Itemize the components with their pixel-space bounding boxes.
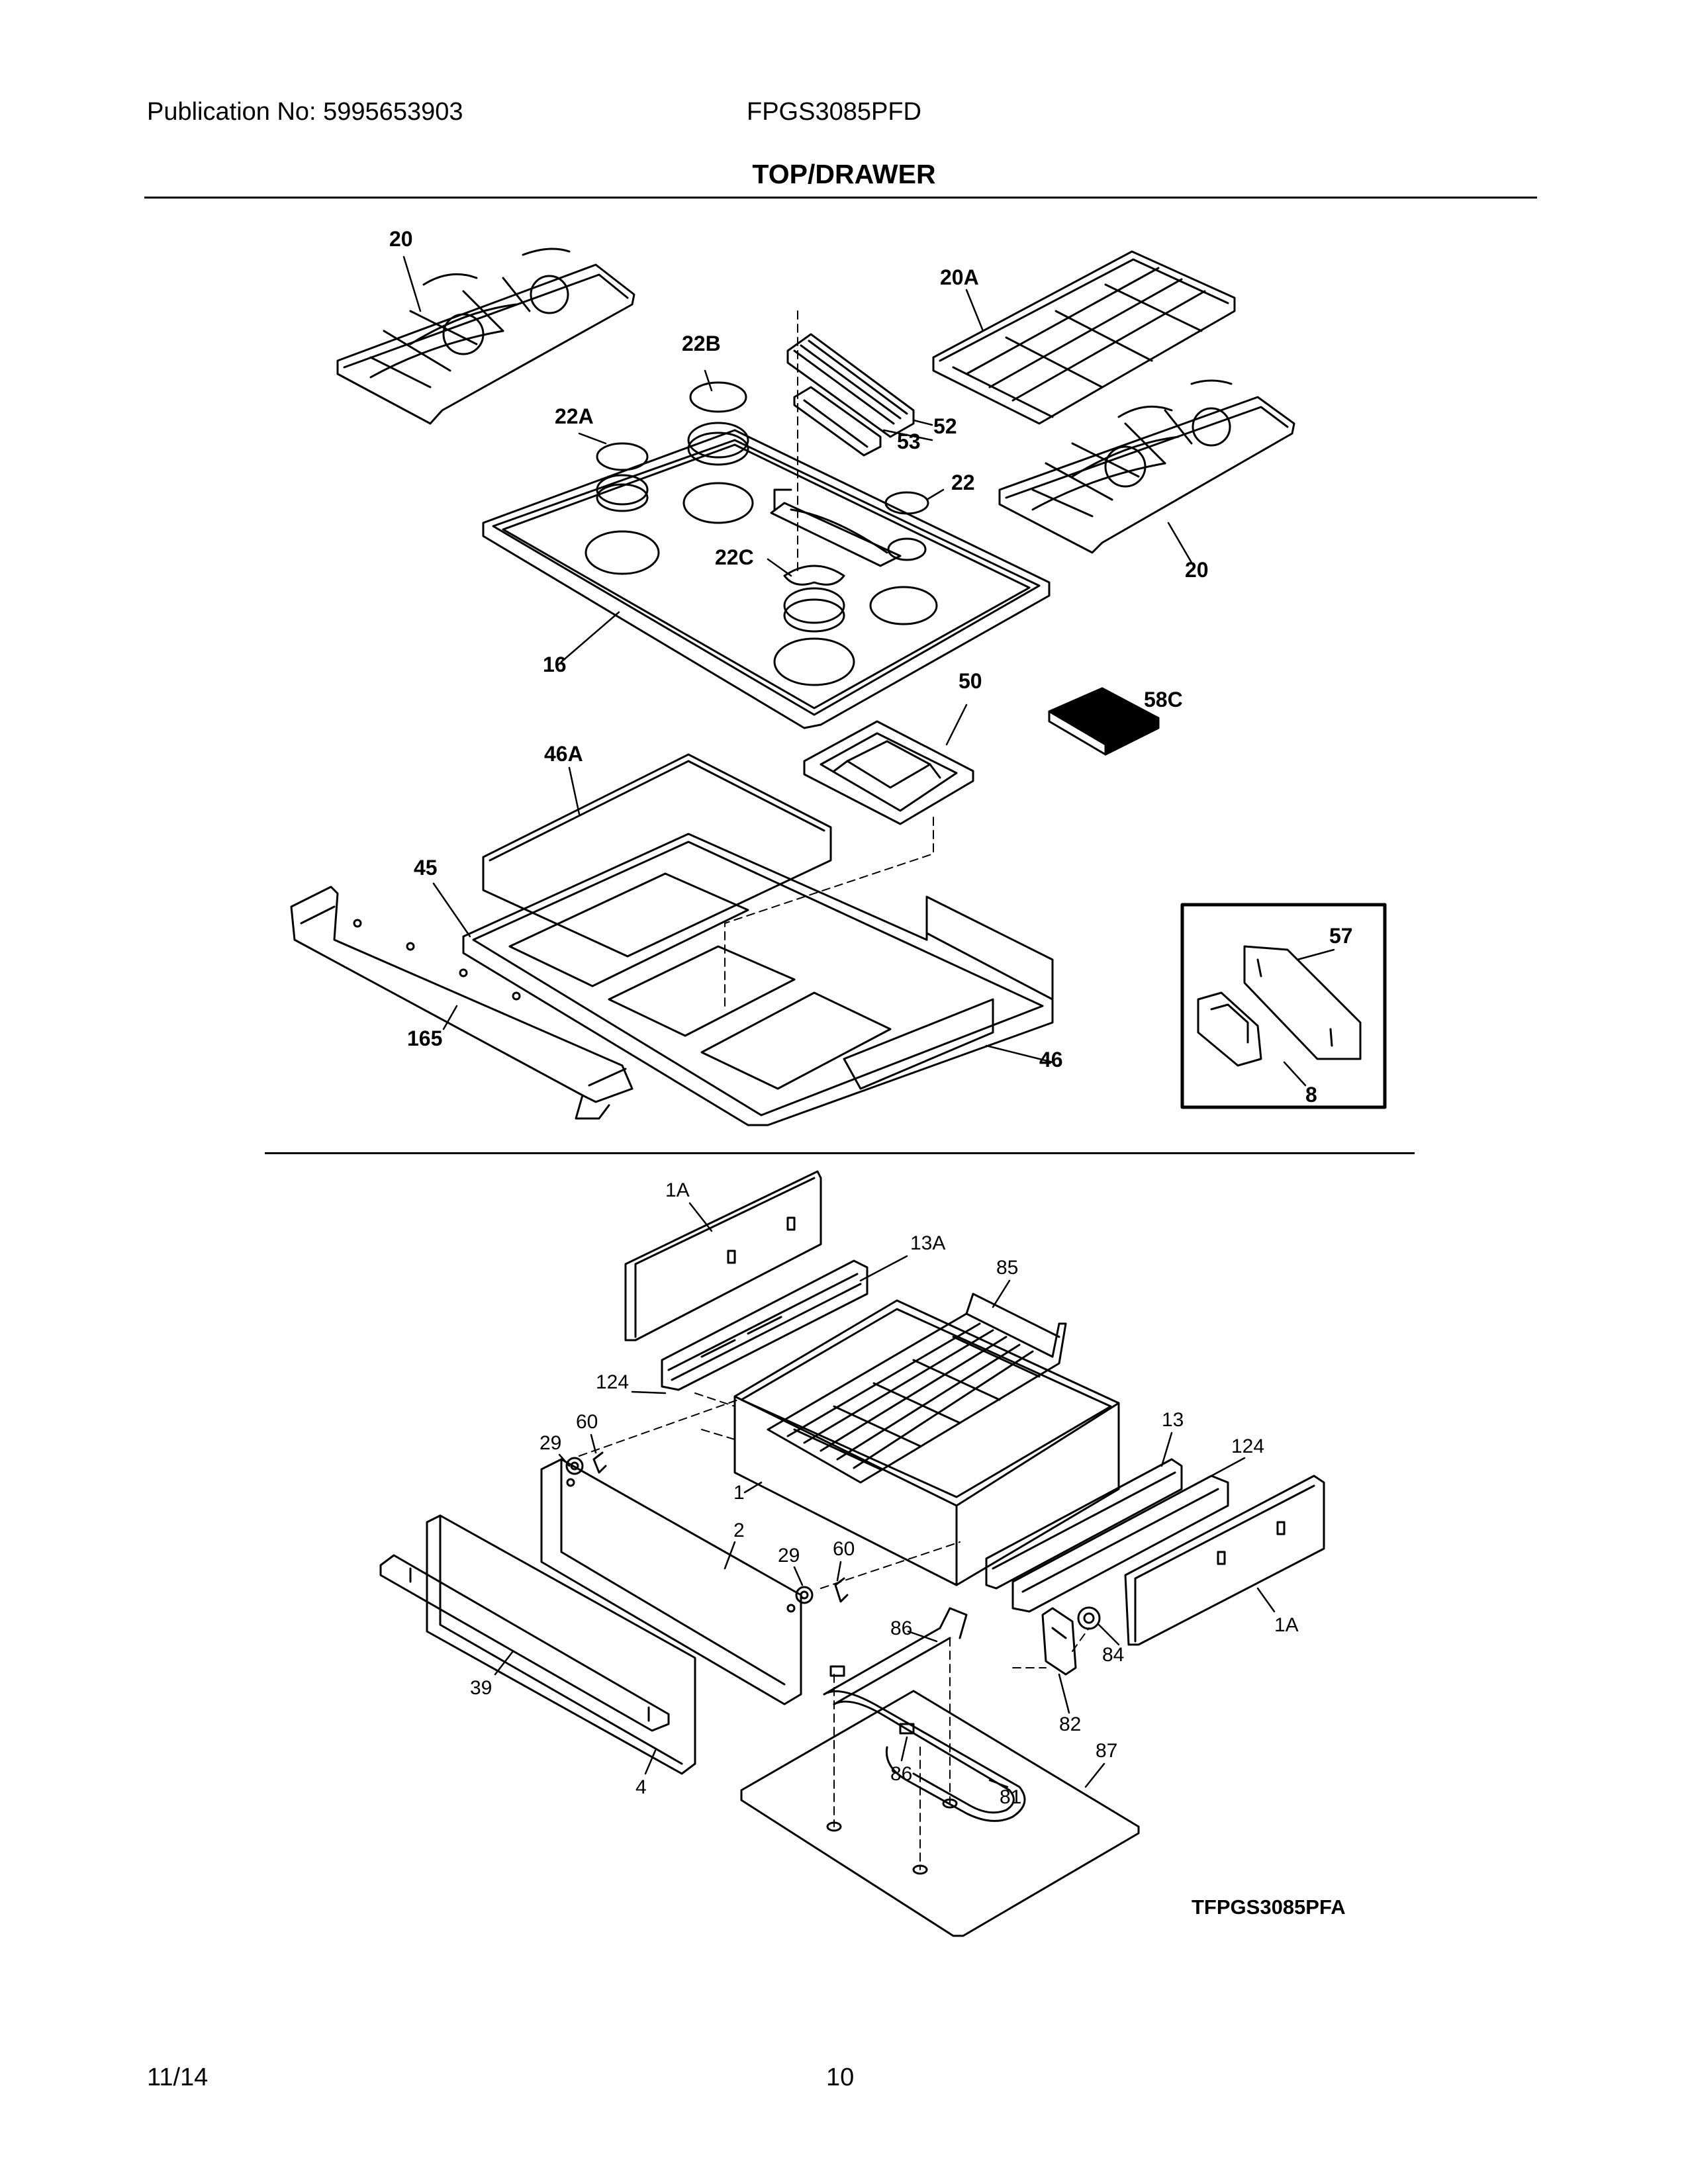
inset-detail-box: [1180, 903, 1387, 1109]
callout-165: 165: [407, 1026, 442, 1050]
callout-86-top: 86: [890, 1617, 912, 1639]
publication-date: 11/14: [147, 2064, 209, 2091]
callout-1A-left: 1A: [665, 1179, 690, 1201]
drawer-front: [379, 1514, 696, 1775]
callout-52: 52: [933, 414, 957, 438]
manifold-panel: [290, 886, 633, 1120]
callout-29-right: 29: [778, 1545, 800, 1567]
knob-84: [1077, 1606, 1101, 1630]
bracket-82: [1041, 1607, 1077, 1676]
burner-grate-right: [998, 379, 1295, 554]
callout-1A-right: 1A: [1274, 1614, 1299, 1636]
model-number: FPGS3085PFD: [747, 98, 921, 126]
leader-lines-drawer: [494, 1202, 1276, 1788]
callout-58C: 58C: [1144, 688, 1183, 711]
grill-cover: [786, 333, 915, 457]
drawer-panel: [540, 1458, 802, 1706]
page-number: 10: [826, 2064, 855, 2091]
side-panel-left: [624, 1170, 822, 1342]
burner-box: [462, 753, 1054, 1126]
callout-57: 57: [1329, 924, 1353, 948]
callout-22B: 22B: [682, 332, 721, 355]
cooktop: [482, 429, 1051, 729]
callout-86-bottom: 86: [890, 1763, 912, 1785]
callout-1: 1: [733, 1482, 745, 1504]
callout-87: 87: [1096, 1740, 1117, 1762]
callout-2: 2: [733, 1520, 745, 1541]
callout-60-right: 60: [833, 1538, 855, 1560]
callout-4: 4: [635, 1776, 647, 1798]
callout-22C: 22C: [715, 545, 754, 569]
callout-53: 53: [897, 430, 921, 453]
callout-85: 85: [996, 1257, 1018, 1279]
callout-81: 81: [1000, 1786, 1021, 1808]
heating-element: [823, 1607, 1026, 1822]
callout-29-left: 29: [539, 1432, 561, 1454]
callout-20-right: 20: [1185, 558, 1209, 582]
assembly-guides-top: [724, 310, 934, 1007]
diagram-code: TFPGS3085PFA: [1192, 1895, 1346, 1919]
callout-46A: 46A: [544, 742, 583, 766]
callout-124-right: 124: [1231, 1435, 1264, 1457]
drawer-slide-right: [985, 1458, 1229, 1613]
callout-13A: 13A: [910, 1232, 945, 1254]
spark-module-58C: [1048, 687, 1160, 756]
drip-tray: [803, 720, 974, 825]
callout-46: 46: [1039, 1048, 1063, 1071]
assembly-guides-drawer: [579, 1392, 1090, 1870]
drawer-slide-left: [661, 1259, 868, 1391]
callout-82: 82: [1059, 1713, 1081, 1735]
burner-grate-left: [336, 248, 635, 425]
callouts-top: 20 20A 22B 22A 52 53 22 22C 20 16 50 58C…: [389, 227, 1353, 1107]
center-grate: [932, 250, 1236, 425]
callout-8: 8: [1305, 1083, 1317, 1107]
burner-caps: [596, 381, 929, 515]
callout-60-left: 60: [576, 1411, 598, 1433]
callout-84: 84: [1102, 1644, 1124, 1666]
burner-heads: [596, 422, 927, 633]
publication-number: Publication No: 5995653903: [147, 98, 463, 126]
callout-22A: 22A: [555, 404, 594, 428]
section-divider: [265, 1152, 1415, 1154]
oven-rack: [767, 1293, 1067, 1484]
callout-45: 45: [414, 856, 438, 880]
callout-13: 13: [1162, 1409, 1184, 1431]
leader-lines-top: [402, 255, 1335, 1087]
callout-16: 16: [543, 653, 567, 676]
header-rule: [144, 197, 1537, 199]
side-panel-right: [1124, 1475, 1325, 1646]
callout-39: 39: [470, 1677, 492, 1699]
drawer-box: [733, 1299, 1120, 1586]
callout-20-left: 20: [389, 227, 413, 251]
callout-22: 22: [951, 471, 975, 494]
callouts-drawer: 1A 13A 85 124 29 60 13 124 1 2 29 60 86 …: [470, 1179, 1299, 1808]
callout-124-left: 124: [596, 1371, 629, 1393]
callout-20A: 20A: [940, 265, 979, 289]
callout-50: 50: [959, 669, 982, 693]
section-title: TOP/DRAWER: [752, 159, 936, 189]
